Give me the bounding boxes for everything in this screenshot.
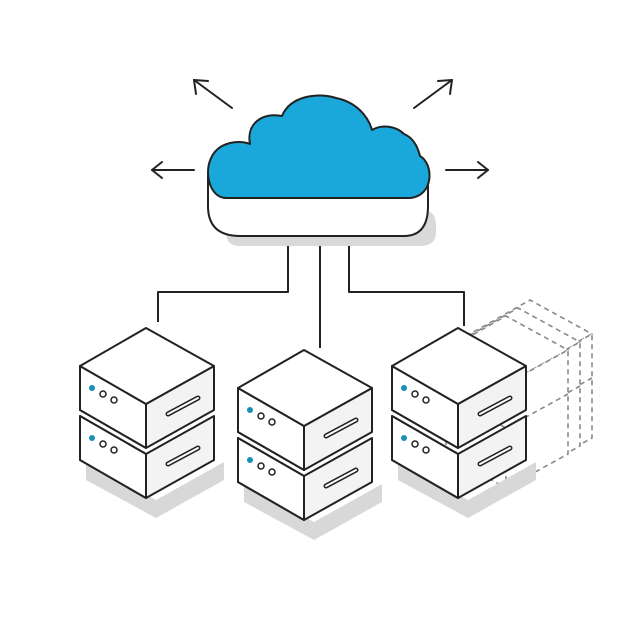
arrow-left-icon <box>151 161 195 179</box>
cloud-icon <box>207 94 436 246</box>
server-1 <box>79 327 224 518</box>
cloud-top <box>207 94 431 199</box>
server-3 <box>391 327 536 518</box>
connection-line-right <box>348 240 465 326</box>
server-shadow <box>244 484 382 540</box>
server-icon <box>237 349 382 540</box>
server-2 <box>237 349 382 540</box>
outbound-arrows <box>151 79 489 179</box>
server-shadow <box>398 462 536 518</box>
connection-line-left <box>157 240 289 322</box>
server-unit <box>391 327 527 449</box>
arrow-right-icon <box>445 161 489 179</box>
server-unit <box>237 437 373 521</box>
arrow-up-right-icon <box>413 79 453 109</box>
connection-lines <box>157 240 465 348</box>
server-unit <box>391 415 527 499</box>
server-icon <box>391 327 536 518</box>
server-unit <box>79 327 215 449</box>
server-unit <box>79 415 215 499</box>
arrow-up-left-icon <box>193 79 233 109</box>
server-unit <box>237 349 373 471</box>
server-icon <box>79 327 224 518</box>
server-shadow <box>86 462 224 518</box>
